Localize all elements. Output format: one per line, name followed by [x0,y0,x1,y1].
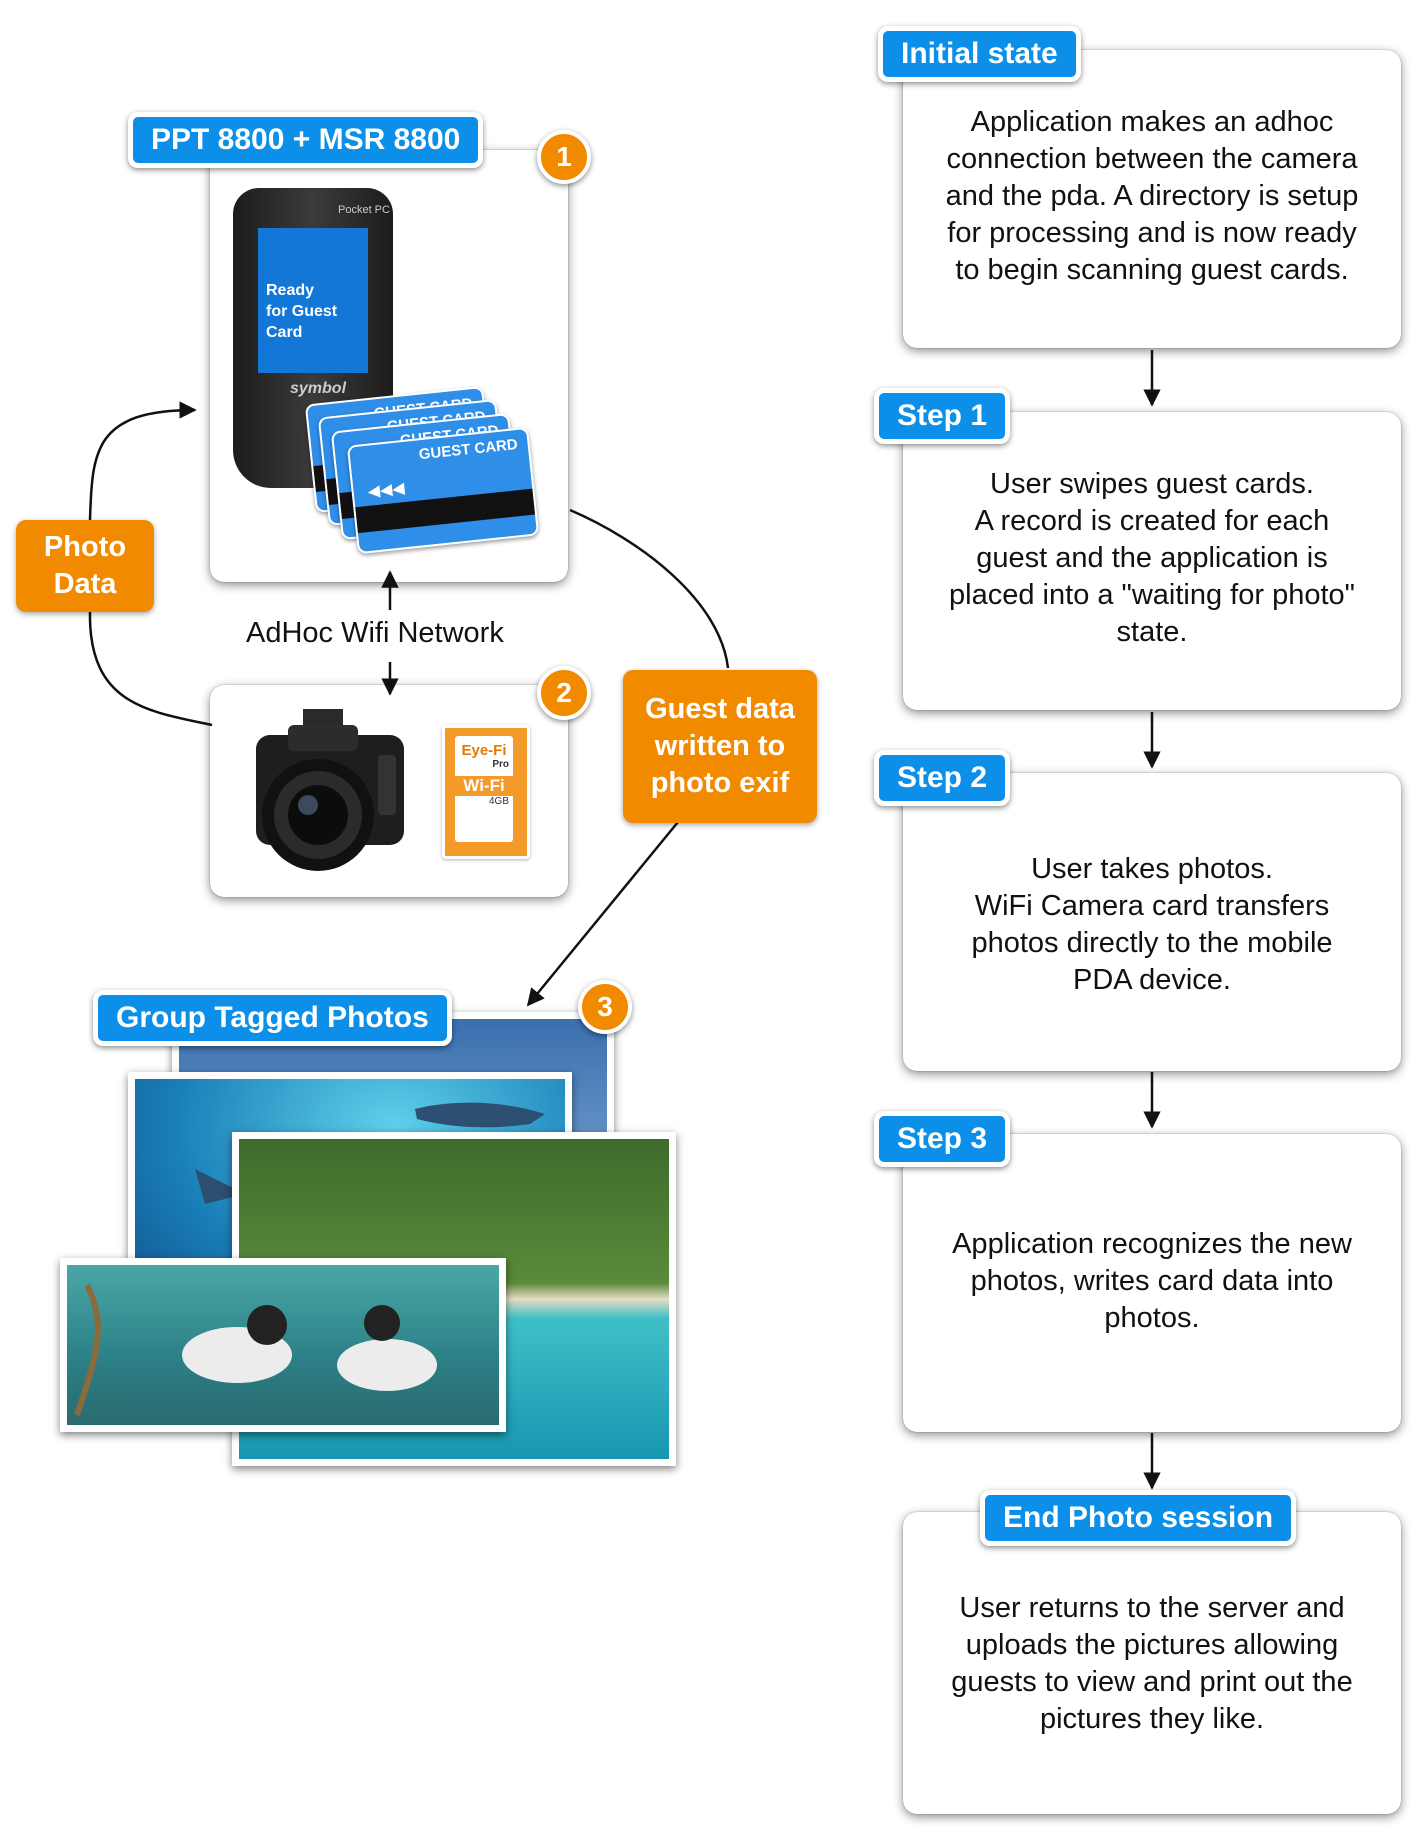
pda-brand-logo: symbol [290,380,347,397]
guest-data-arrow [526,821,679,1007]
step-tag-end: End Photo session [980,1490,1297,1546]
guest-exif-callout: Guest data written to photo exif [623,670,817,823]
step-text: User takes photos. WiFi Camera card tran… [923,851,1381,999]
pda-os-label: Pocket PC [338,204,390,216]
step-text: User returns to the server and uploads t… [923,1590,1381,1738]
badge-3: 3 [578,980,632,1034]
diver-scooters-icon [74,1283,437,1416]
step-line: guests to view and print out the [951,1666,1353,1698]
step-box-end: User returns to the server and uploads t… [903,1512,1401,1814]
group-tag: Group Tagged Photos [93,990,452,1046]
step-line: guest and the application is [976,542,1328,574]
pda-screen-line: for Guest [266,303,338,320]
step-text: Application recognizes the new photos, w… [923,1226,1381,1337]
step-tag-1: Step 1 [874,388,1011,444]
pda-screen: Ready for Guest Card [258,228,368,373]
step-line: pictures they like. [1039,1703,1265,1735]
badge-1: 1 [537,130,591,184]
step-line: photos. [1104,1302,1200,1334]
step-line: uploads the pictures allowing [965,1629,1339,1661]
badge-2: 2 [537,666,591,720]
step-text: User swipes guest cards. A record is cre… [923,466,1381,651]
eyefi-wifi: Wi-Fi [455,776,513,796]
pda-screen-line: Ready [266,282,315,299]
pda-tag: PPT 8800 + MSR 8800 [128,112,484,168]
step-line: connection between the camera [946,143,1358,175]
step-line: User swipes guest cards. [990,468,1314,500]
network-label: AdHoc Wifi Network [246,617,504,649]
eyefi-logo: Eye-Fi [461,742,507,759]
photo-divers [60,1258,506,1432]
eyefi-card: Eye-Fi Pro Wi-Fi 4GB [442,725,530,859]
callout-line: written to [654,730,786,762]
camera-icon [256,709,404,871]
eyefi-label-panel: Eye-Fi Pro Wi-Fi 4GB [455,736,513,842]
step-line: for processing and is now ready [947,217,1357,249]
step-line: User returns to the server and [959,1592,1345,1624]
step-line: WiFi Camera card transfers [974,890,1330,922]
photo-data-callout: Photo Data [16,520,154,612]
step-line: to begin scanning guest cards. [955,254,1349,286]
step-line: A record is created for each [974,505,1330,537]
eyefi-capacity: 4GB [488,796,509,807]
step-box-1: User swipes guest cards. A record is cre… [903,412,1401,710]
step-line: and the pda. A directory is setup [945,180,1359,212]
step-box-3: Application recognizes the new photos, w… [903,1134,1401,1432]
callout-line: Guest data [645,693,795,725]
step-line: PDA device. [1073,964,1231,996]
step-line: state. [1116,616,1188,648]
step-box-initial: Application makes an adhoc connection be… [903,50,1401,348]
step-tag-3: Step 3 [874,1111,1011,1167]
callout-line: Data [53,568,117,600]
step-tag-2: Step 2 [874,750,1011,806]
guest-data-curve [569,508,730,669]
step-line: Application makes an adhoc [970,106,1334,138]
step-tag-initial: Initial state [878,26,1081,82]
callout-line: photo exif [650,767,790,799]
step-text: Application makes an adhoc connection be… [923,104,1381,289]
step-line: placed into a "waiting for photo" [949,579,1355,611]
pda-screen-line: Card [266,324,303,341]
step-box-2: User takes photos. WiFi Camera card tran… [903,773,1401,1071]
eyefi-pro: Pro [492,759,509,770]
callout-line: Photo [43,531,127,563]
step-line: photos, writes card data into [970,1265,1334,1297]
step-line: User takes photos. [1031,853,1273,885]
step-line: photos directly to the mobile [971,927,1333,959]
step-line: Application recognizes the new [952,1228,1352,1260]
